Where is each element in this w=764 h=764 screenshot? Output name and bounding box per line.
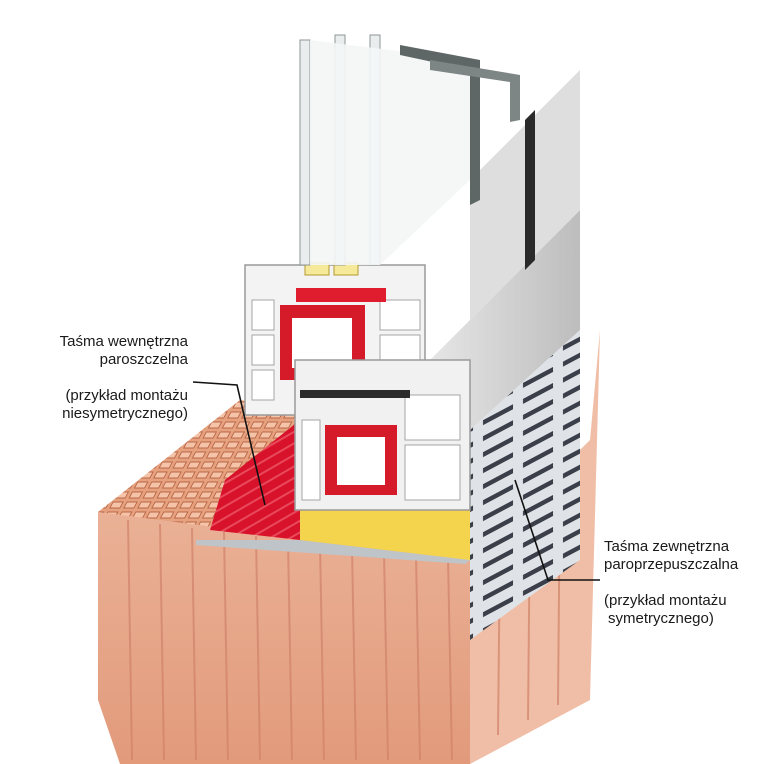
outer-tape-note-line-1: (przykład montażu [604, 592, 727, 609]
window-frame [244, 70, 580, 511]
outer-tape-label: Taśma zewnętrzna paroprzepuszczalna (prz… [604, 538, 738, 628]
outer-tape-note-line-2: symetrycznego) [608, 610, 714, 627]
outer-tape-name-line-2: paroprzepuszczalna [604, 556, 739, 573]
inner-tape-label: Taśma wewnętrzna paroszczelna (przykład … [60, 333, 188, 423]
glazing-bead-red [296, 288, 386, 302]
frame-gasket [300, 390, 410, 398]
glass-spacer [430, 60, 520, 122]
glazing-unit [299, 34, 520, 266]
mortar-ledge [196, 540, 470, 564]
frame-steel-core [337, 437, 385, 485]
inner-tape-note-line-2: niesymetrycznego) [62, 405, 188, 422]
inner-tape-note-line-1: (przykład montażu [65, 387, 188, 404]
brick-grooves [127, 479, 561, 761]
gasket-yellow [304, 262, 359, 276]
outer-tape-name-line-1: Taśma zewnętrzna [604, 538, 730, 555]
outer-vapor-permeable-tape [470, 330, 580, 640]
pu-foam-sealant [300, 508, 470, 560]
inner-vapor-tight-tape [210, 420, 300, 540]
inner-tape-name-line-2: paroszczelna [99, 351, 188, 368]
inner-tape-name-line-1: Taśma wewnętrzna [59, 333, 188, 350]
frame-outer-edge [525, 110, 535, 270]
glass-pane-outer [299, 39, 311, 266]
glass-depth [310, 40, 470, 265]
inner-tape-leader [192, 381, 266, 506]
glass-edge-lines [400, 45, 480, 205]
outer-tape-leader [514, 479, 600, 581]
leader-lines [192, 381, 600, 581]
frame-chambers [301, 394, 461, 501]
brick-front-face [98, 512, 470, 764]
